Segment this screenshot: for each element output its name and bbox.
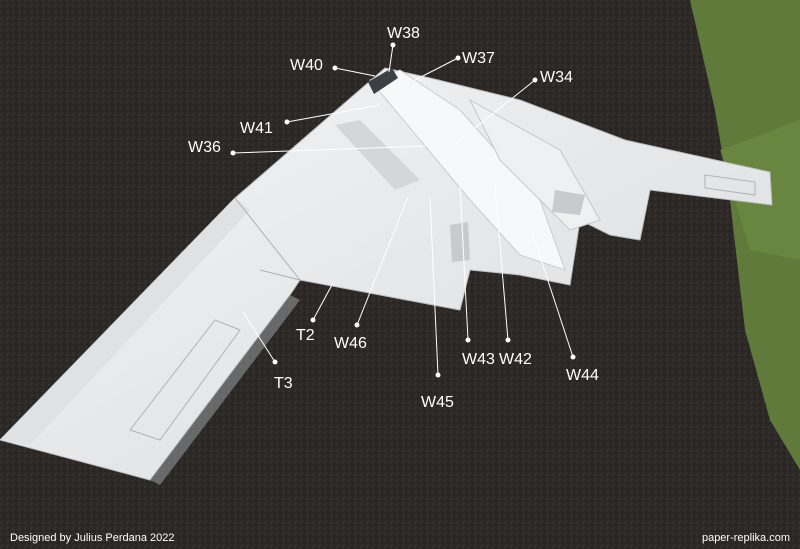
dot-w38 bbox=[390, 42, 396, 48]
label-w44: W44 bbox=[566, 367, 599, 384]
leader-t3 bbox=[242, 311, 276, 363]
designer-credit: Designed by Julius Perdana 2022 bbox=[10, 532, 175, 544]
dot-w34 bbox=[532, 77, 538, 83]
label-w36: W36 bbox=[188, 139, 221, 156]
leader-w42 bbox=[494, 185, 509, 341]
aircraft-model bbox=[0, 67, 773, 485]
leader-w37 bbox=[414, 57, 459, 81]
dot-w44 bbox=[570, 354, 576, 360]
leader-w41 bbox=[286, 104, 381, 123]
label-w41: W41 bbox=[240, 120, 273, 137]
label-w34: W34 bbox=[540, 69, 573, 86]
label-w46: W46 bbox=[334, 335, 367, 352]
label-w43: W43 bbox=[462, 351, 495, 368]
label-w37: W37 bbox=[462, 50, 495, 67]
leader-w34 bbox=[459, 79, 536, 141]
leader-lines bbox=[230, 42, 576, 378]
label-w40: W40 bbox=[290, 57, 323, 74]
grass-area bbox=[690, 0, 800, 470]
leader-w44 bbox=[531, 231, 574, 358]
part-labels: W38 W40 W37 W34 W41 W36 T2 W46 T3 W43 W4… bbox=[188, 25, 599, 411]
label-w45: W45 bbox=[421, 394, 454, 411]
leader-w38 bbox=[388, 44, 394, 73]
leader-w36 bbox=[232, 145, 426, 154]
dot-w45 bbox=[435, 372, 441, 378]
site-credit: paper-replika.com bbox=[702, 532, 790, 544]
dot-t3 bbox=[272, 359, 278, 365]
leader-w46 bbox=[356, 196, 409, 326]
label-w42: W42 bbox=[499, 351, 532, 368]
dot-t2 bbox=[310, 317, 316, 323]
leader-w40 bbox=[334, 67, 376, 77]
label-w38: W38 bbox=[387, 25, 420, 42]
dot-w40 bbox=[332, 65, 338, 71]
dot-w36 bbox=[230, 150, 236, 156]
dot-w42 bbox=[505, 337, 511, 343]
leader-t2 bbox=[312, 282, 334, 321]
leader-w45 bbox=[429, 197, 439, 376]
label-t3: T3 bbox=[274, 375, 293, 392]
label-t2: T2 bbox=[296, 327, 315, 344]
dot-w37 bbox=[455, 55, 461, 61]
dot-w41 bbox=[284, 119, 290, 125]
leader-w43 bbox=[459, 185, 469, 341]
dot-w46 bbox=[354, 322, 360, 328]
dot-w43 bbox=[465, 337, 471, 343]
